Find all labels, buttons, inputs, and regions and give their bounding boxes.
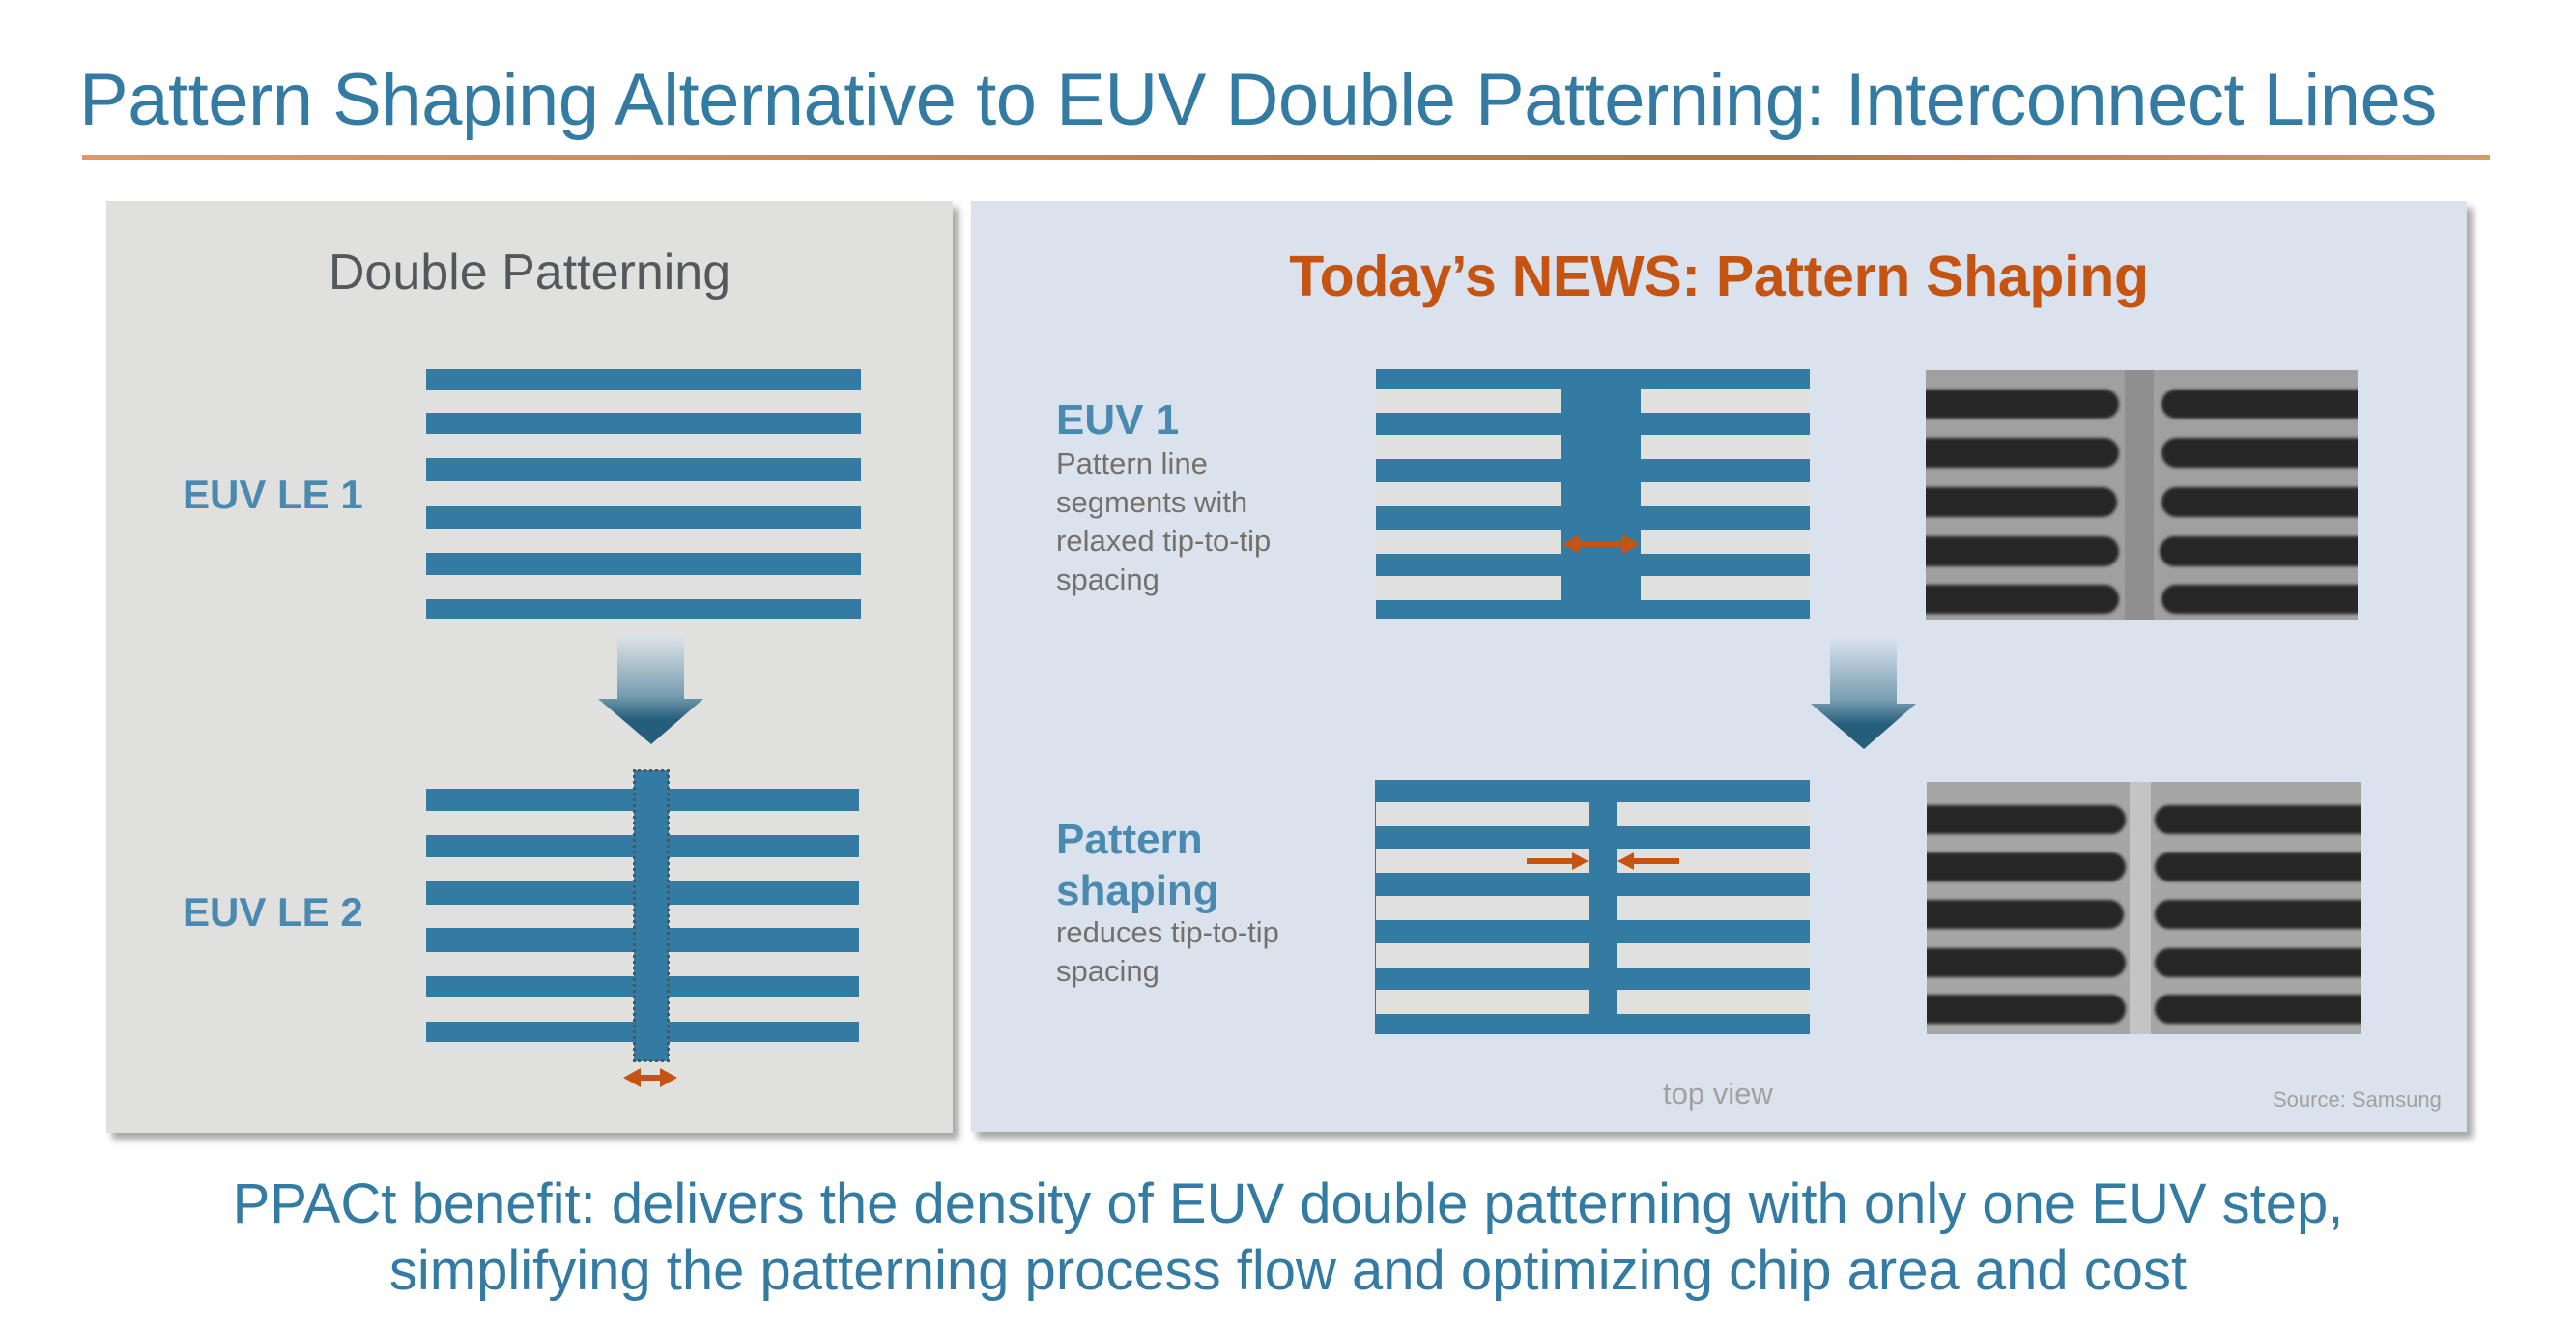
- sem-line: [1926, 536, 2119, 566]
- top-view-caption: top view: [1663, 1077, 1773, 1111]
- label-line: Pattern: [1056, 816, 1203, 863]
- line: [426, 369, 861, 390]
- double-patterning-heading: Double Patterning: [328, 245, 731, 301]
- line: [426, 413, 861, 434]
- slide-title: Pattern Shaping Alternative to EUV Doubl…: [79, 59, 2437, 141]
- description-line: segments with: [1056, 485, 1248, 519]
- tip-to-tip-double-arrow-icon: [1562, 534, 1640, 554]
- space: [1641, 576, 1810, 600]
- description-line: spacing: [1056, 954, 1159, 988]
- euv-le2-label: EUV LE 2: [183, 889, 363, 935]
- sem-line: [1926, 487, 2117, 517]
- benefit-line-1: PPACt benefit: delivers the density of E…: [232, 1172, 2344, 1235]
- pattern-shaping-description: reduces tip-to-tip spacing: [1056, 913, 1279, 991]
- sem-line: [1926, 585, 2119, 614]
- description-line: spacing: [1056, 563, 1159, 596]
- sem-image-pattern-shaping: [1927, 782, 2361, 1034]
- benefit-line-2: simplifying the patterning process flow …: [388, 1239, 2188, 1302]
- space: [1376, 896, 1589, 920]
- sem-line: [1927, 900, 2124, 929]
- space: [1376, 389, 1561, 413]
- space: [1376, 435, 1561, 459]
- space: [1617, 896, 1810, 920]
- euv1-description: Pattern line segments with relaxed tip-t…: [1056, 445, 1271, 599]
- sem-cut: [2130, 782, 2151, 1034]
- line: [426, 458, 861, 481]
- sem-line: [1926, 390, 2119, 419]
- sem-image-euv1: [1926, 370, 2358, 620]
- sem-line: [2155, 852, 2361, 881]
- second-exposure-outline: [633, 769, 670, 1062]
- description-line: reduces tip-to-tip: [1056, 915, 1279, 949]
- double-arrow-icon: [623, 1068, 677, 1087]
- sem-line: [1927, 995, 2126, 1024]
- title-underline: [82, 155, 2490, 160]
- line: [426, 553, 861, 575]
- sem-line: [1926, 438, 2119, 468]
- space: [1617, 802, 1810, 826]
- sem-line: [2161, 390, 2358, 419]
- space: [1641, 435, 1810, 459]
- description-line: Pattern line: [1056, 447, 1208, 480]
- sem-cut: [2125, 370, 2154, 620]
- space: [1641, 389, 1810, 413]
- space: [1376, 576, 1561, 600]
- sem-line: [1927, 852, 2126, 881]
- euv1-label: EUV 1: [1056, 396, 1180, 444]
- pattern-shaping-heading: Today’s NEWS: Pattern Shaping: [1289, 245, 2149, 308]
- space: [1641, 530, 1810, 554]
- sem-line: [2161, 585, 2358, 614]
- space: [1376, 990, 1589, 1014]
- space: [1617, 990, 1810, 1014]
- euv-le1-label: EUV LE 1: [183, 472, 363, 517]
- sem-line: [2155, 805, 2361, 834]
- sem-line: [1927, 948, 2126, 977]
- down-arrow-icon: [598, 633, 703, 744]
- sem-line: [2161, 438, 2358, 468]
- second-exposure-bar: [634, 770, 669, 1061]
- description-line: relaxed tip-to-tip: [1056, 524, 1272, 558]
- space: [1376, 802, 1589, 826]
- sem-line: [1927, 805, 2126, 834]
- line: [426, 599, 861, 619]
- pattern-shaping-label: Pattern shaping: [1056, 814, 1219, 916]
- sem-line: [2155, 900, 2361, 929]
- space: [1376, 530, 1561, 554]
- space: [1617, 943, 1810, 968]
- sem-line: [2161, 487, 2358, 517]
- space: [1641, 482, 1810, 506]
- source-caption: Source: Samsung: [2273, 1087, 2442, 1112]
- sem-line: [2160, 536, 2358, 566]
- right-arrow-icon: [1527, 852, 1589, 870]
- left-arrow-icon: [1617, 852, 1679, 870]
- sem-line: [2155, 948, 2361, 977]
- space: [1376, 482, 1561, 506]
- line: [426, 506, 861, 529]
- sem-line: [2155, 995, 2361, 1024]
- label-line: shaping: [1056, 867, 1219, 914]
- down-arrow-icon: [1811, 638, 1916, 749]
- space: [1376, 943, 1589, 968]
